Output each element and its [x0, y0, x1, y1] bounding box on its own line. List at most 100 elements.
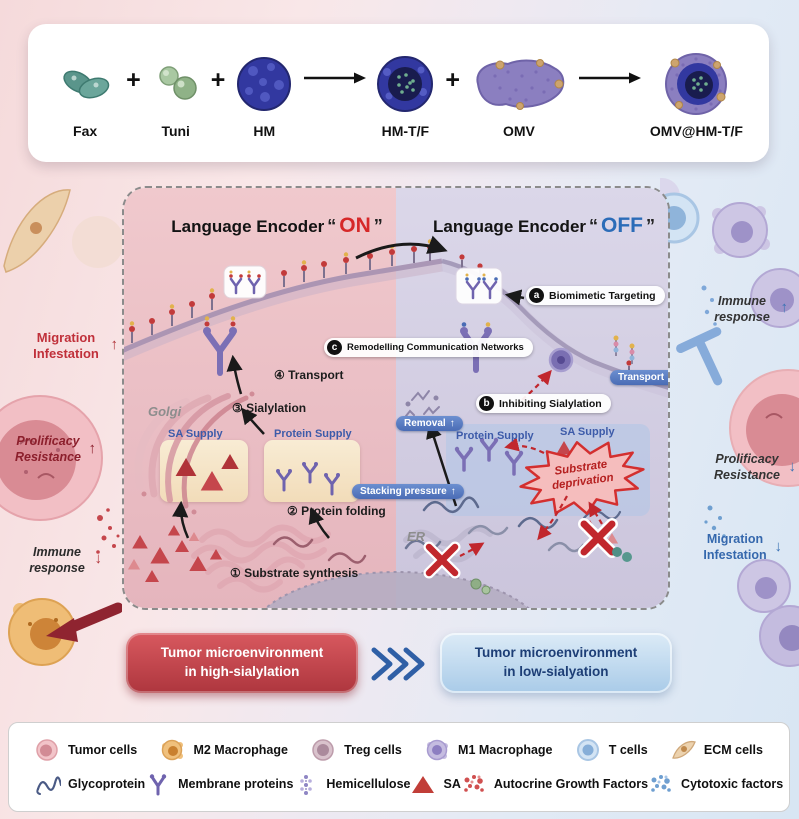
- legend-item: SA: [410, 772, 461, 796]
- plus-sign: +: [445, 65, 460, 94]
- fax-drug-icon: [54, 48, 116, 120]
- up-arrow-icon: ↑: [88, 440, 97, 457]
- sa-triangle-icon: [412, 776, 435, 794]
- tumor-cell-icon: [36, 738, 58, 761]
- legend-label: ECM cells: [703, 742, 763, 757]
- legend-item: M1 Macrophage: [425, 738, 553, 762]
- close-quote: ”: [646, 216, 656, 236]
- inhibition-arrows: [459, 369, 603, 557]
- suppression-arrow: [46, 602, 122, 642]
- badge-inhibiting-sialylation: b Inhibiting Sialylation: [476, 394, 611, 413]
- sa-substrate-triangles: [127, 525, 223, 582]
- legend-item: T cells: [576, 738, 648, 762]
- legend-label: Membrane proteins: [178, 777, 294, 792]
- plus-sign: +: [126, 65, 141, 94]
- fax-dumbbell: [612, 547, 632, 562]
- up-arrow-icon: ↑: [450, 486, 456, 497]
- cell-membrane-left: [124, 239, 444, 361]
- pill-label: Removal: [404, 418, 446, 429]
- protein-supply-antibodies: [276, 463, 340, 496]
- legend-item: ECM cells: [671, 738, 763, 762]
- banner-line: Tumor microenvironment: [160, 645, 324, 661]
- autocrine-dots: [96, 508, 120, 554]
- legend-label: Treg cells: [344, 742, 402, 757]
- badge-biomimetic-targeting: a Biomimetic Targeting: [526, 286, 665, 305]
- sa-supply-triangles: [175, 454, 239, 491]
- legend-label: Hemicellulose: [326, 777, 411, 792]
- low-protein-supply-antibodies: [455, 439, 523, 476]
- t-cell-icon: [576, 738, 599, 761]
- cytotoxic-dots: [704, 505, 726, 538]
- pill-transport-down: Transport ↓: [610, 370, 670, 385]
- ecm-cell-illustration: [3, 189, 71, 273]
- pale-cell: [72, 216, 122, 268]
- m1-macrophage-illustration: [712, 202, 799, 328]
- tumor-cell-illustration: [729, 369, 799, 487]
- title-text: Language Encoder: [432, 217, 587, 236]
- target-protein-highlight-box: [455, 267, 503, 305]
- left-margin-cells-illustration: [0, 189, 122, 666]
- membrane-protein-left: [203, 316, 237, 376]
- transition-chevrons-icon: [368, 645, 426, 688]
- plus-sign: +: [210, 65, 226, 94]
- treg-cell-icon: [312, 738, 334, 761]
- outer-membrane-vesicle-icon: [470, 48, 568, 120]
- sialylated-protein-highlight-box: [223, 265, 267, 299]
- step-substrate-synthesis: ① Substrate synthesis: [230, 566, 359, 580]
- component-omv: OMV: [470, 48, 568, 139]
- protein-supply-label-right: Protein Supply: [456, 430, 534, 442]
- encoder-off-title: Language Encoder “ OFF ”: [424, 214, 664, 238]
- hm-tf-loaded-icon: [375, 48, 435, 120]
- blocked-x-icon: [423, 541, 461, 579]
- banner-high-sialylation: Tumor microenvironment in high-sialylati…: [126, 633, 358, 693]
- up-arrow-icon: ↑: [780, 299, 789, 316]
- badge-label: Remodelling Communication Networks: [347, 342, 524, 353]
- state-on: ON: [339, 214, 371, 237]
- transport-vesicle: [548, 347, 574, 373]
- tuni-dots: [470, 578, 491, 595]
- legend-label: M1 Macrophage: [458, 742, 553, 757]
- component-label: OMV@HM-T/F: [649, 122, 743, 139]
- legend-label: T cells: [608, 742, 648, 757]
- ecm-cell-icon: [672, 740, 696, 759]
- legend-item: Cytotoxic factors: [648, 772, 783, 796]
- down-arrow-icon: ↓: [788, 458, 797, 475]
- pill-stacking-pressure-up: Stacking pressure ↑: [352, 484, 464, 499]
- legend-item: Glycoprotein: [35, 772, 145, 796]
- down-arrow-icon: ↓: [774, 538, 783, 555]
- tuni-drug-icon: [151, 48, 201, 120]
- m1-macrophage-illustration-bottom: [737, 559, 799, 667]
- synthesis-scheme-panel: Fax + Tuni +: [28, 24, 769, 162]
- badge-remodelling-networks: c Remodelling Communication Networks: [324, 338, 533, 357]
- legend-label: M2 Macrophage: [193, 742, 288, 757]
- er-label: ER: [407, 529, 426, 544]
- legend-label: SA: [443, 777, 461, 792]
- component-label: Tuni: [161, 122, 190, 139]
- title-text: Language Encoder: [171, 217, 325, 236]
- down-arrow-icon: ↓: [668, 372, 670, 383]
- legend-panel: Tumor cells M2 Macrophage Treg cells M1 …: [8, 722, 790, 812]
- m1-macrophage-icon: [426, 739, 449, 760]
- component-label: HM-T/F: [381, 122, 430, 139]
- badge-letter-c: c: [327, 340, 342, 355]
- open-quote: “: [589, 216, 599, 236]
- glycan-trees: [613, 335, 635, 364]
- component-tuni: Tuni: [151, 48, 201, 139]
- cytotoxic-factors-icon: [651, 775, 671, 793]
- tumor-cell-illustration: [0, 395, 103, 521]
- legend-label: Tumor cells: [68, 742, 138, 757]
- legend-row-2: Glycoprotein Membrane proteins Hemicellu…: [35, 772, 783, 796]
- banner-low-sialylation: Tumor microenvironment in low-sialyation: [440, 633, 672, 693]
- hollow-mesoporous-icon: [235, 48, 293, 120]
- component-label: OMV: [502, 122, 535, 139]
- legend-row-1: Tumor cells M2 Macrophage Treg cells M1 …: [35, 738, 763, 762]
- banner-line: in low-sialyation: [503, 664, 609, 679]
- right-margin-cells-illustration: [660, 178, 799, 667]
- m2-macrophage-illustration: [8, 598, 76, 666]
- component-fax: Fax: [54, 48, 116, 139]
